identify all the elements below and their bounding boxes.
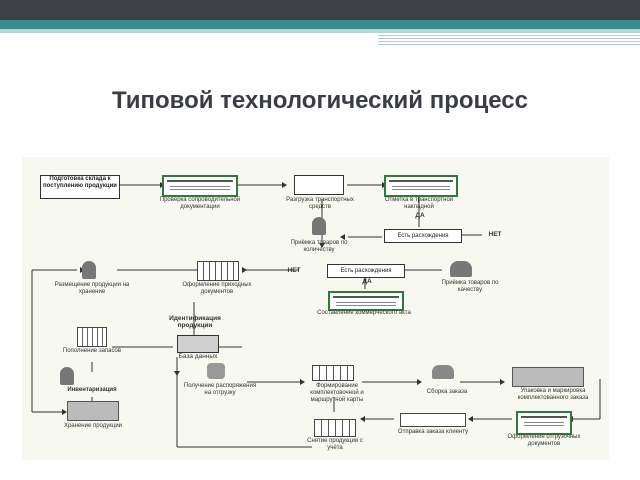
node-stock-replenishment: Пополнение запасов — [62, 348, 122, 354]
decision-discrepancies-1: Есть расхождения — [384, 229, 462, 243]
node-preparation: Подготовка склада к поступлению продукци… — [40, 175, 120, 199]
node-accept-quantity: Приёмка товаров по количеству — [290, 240, 348, 253]
header-band-dark — [0, 0, 640, 20]
document-icon — [162, 175, 238, 197]
worker-icon — [312, 217, 326, 235]
label-no: НЕТ — [287, 267, 301, 274]
node-check-docs: Проверка сопроводительной документации — [159, 197, 241, 210]
decision-discrepancies-2: Есть расхождения — [327, 264, 405, 278]
header-band-teal — [0, 20, 640, 29]
node-placement: Размещение продукции на хранение — [54, 282, 130, 295]
hand-document-icon — [207, 363, 225, 379]
worker-icon — [82, 261, 96, 279]
documents-icon — [312, 365, 354, 381]
node-send-to-client: Отправка заказа клиенту — [397, 429, 469, 435]
document-icon — [516, 411, 572, 435]
document-icon — [328, 291, 404, 311]
node-identification: Идентификация продукции — [169, 315, 221, 329]
diagram-connectors — [31, 182, 601, 448]
node-accept-quality: Приёмка товаров по качеству — [441, 280, 499, 293]
node-database: База данных — [178, 353, 218, 360]
slide-title: Типовой технологический процесс — [111, 87, 528, 114]
worker-icon — [432, 365, 454, 379]
header-decor-lines — [378, 35, 640, 45]
computer-icon — [177, 335, 219, 353]
node-unloading: Разгрузка транспортных средств — [286, 197, 354, 210]
documents-icon — [314, 419, 356, 437]
boxes-icon — [512, 367, 584, 387]
label-yes: ДА — [362, 278, 372, 285]
shelves-icon — [77, 327, 107, 347]
label-yes: ДА — [415, 212, 425, 219]
node-arrival-docs: Оформление приходных документов — [182, 282, 252, 295]
node-mark-invoice: Отметка в транспортной накладной — [384, 197, 454, 210]
boxes-icon — [67, 401, 119, 421]
node-act: Составление коммерческого акта — [317, 310, 411, 316]
node-assembly: Сборка заказа — [426, 389, 468, 395]
node-picking: Формирование комплектовочной и маршрутно… — [310, 383, 364, 403]
worker-icon — [450, 261, 472, 277]
documents-icon — [197, 261, 239, 281]
worker-icon — [60, 367, 74, 385]
node-shipment-order: Получение распоряжения на отгрузку — [183, 383, 257, 396]
node-packing: Упаковка и маркировка комплектованного з… — [517, 388, 589, 401]
document-icon — [384, 175, 458, 197]
truck-icon — [400, 413, 466, 427]
node-shipping-docs: Оформление отгрузочных документов — [507, 434, 581, 447]
node-writeoff: Снятие продукции с учёта — [307, 438, 363, 451]
node-inventory: Инвентаризация — [67, 387, 117, 393]
node-storage: Хранение продукции — [63, 423, 123, 429]
truck-icon — [294, 175, 344, 195]
label-no: НЕТ — [488, 231, 502, 238]
process-diagram: Подготовка склада к поступлению продукци… — [22, 157, 609, 460]
header-band-light — [0, 29, 640, 33]
